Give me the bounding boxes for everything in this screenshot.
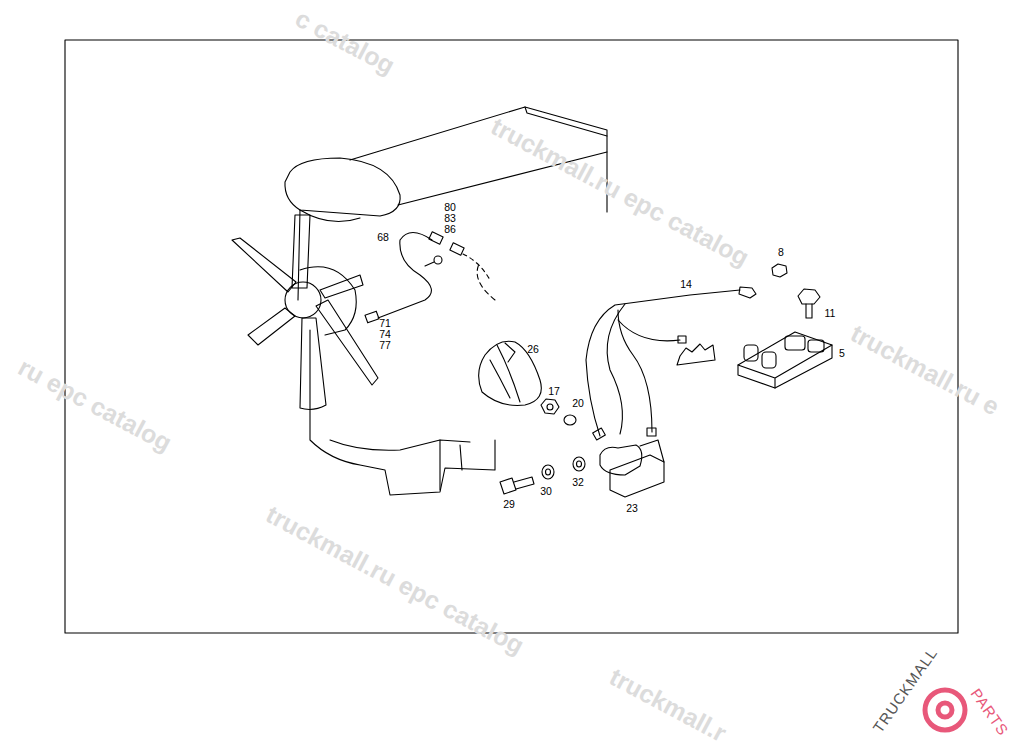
- terminal: [593, 428, 606, 440]
- callout-number: 26: [527, 344, 539, 355]
- washer-hole: [546, 469, 551, 475]
- relay: [785, 336, 805, 350]
- bolt-shank: [806, 304, 812, 318]
- relay: [762, 352, 776, 368]
- callout-number: 23: [626, 503, 638, 514]
- wire: [607, 304, 625, 434]
- washer: [542, 465, 554, 479]
- frame: [65, 40, 958, 633]
- connector: [450, 243, 464, 255]
- harness-dashed: [477, 262, 495, 300]
- cable-end: [739, 287, 756, 298]
- fan-blade: [232, 238, 296, 292]
- terminal: [678, 336, 686, 343]
- fan-blade: [248, 308, 295, 345]
- callout-number: 30: [540, 486, 552, 497]
- callout-number: 11: [825, 308, 836, 319]
- bolt-shank: [514, 477, 534, 489]
- callout-number: 29: [503, 499, 515, 510]
- control-unit: [738, 332, 832, 388]
- sensor-body: [600, 445, 642, 475]
- watermark: truckmall.ru e: [847, 320, 1003, 419]
- callout-number: 17: [548, 386, 560, 397]
- watermark: truckmall.ru epc catalog: [487, 113, 753, 270]
- wire: [618, 310, 652, 432]
- wire: [586, 290, 740, 436]
- wire-dashed: [463, 254, 490, 280]
- callout-number: 71: [379, 318, 391, 329]
- callout-number: 32: [572, 477, 584, 488]
- sensor-tab: [640, 440, 664, 462]
- watermark: ru epc catalog: [14, 354, 175, 456]
- boot-fold: [490, 360, 510, 398]
- connector-plug: [677, 344, 715, 365]
- callout-number: 8: [778, 247, 784, 258]
- washer-hole: [577, 461, 582, 467]
- valve-cover-edge: [525, 107, 607, 136]
- bolt-head: [798, 289, 820, 304]
- callout-number: 5: [839, 348, 845, 359]
- callout-number: 86: [444, 224, 456, 235]
- washer: [573, 457, 585, 471]
- lock-washer: [564, 415, 576, 425]
- callout-number: 77: [379, 340, 391, 351]
- nut: [541, 399, 559, 414]
- connector: [429, 232, 443, 244]
- callout-number: 68: [377, 232, 389, 243]
- callout-number: 14: [680, 279, 692, 290]
- boot-fold: [497, 343, 520, 402]
- bolt-head: [500, 478, 516, 494]
- callout-number: 80: [444, 202, 456, 213]
- pan-edge: [440, 440, 462, 490]
- fan-blade: [300, 318, 326, 409]
- terminal: [647, 428, 656, 436]
- logo-text: PARTS: [968, 686, 1011, 739]
- connector: [365, 311, 379, 323]
- fan-blade: [316, 300, 378, 385]
- eyelet-wire: [425, 262, 434, 266]
- sensor-bracket: [610, 455, 664, 497]
- timing-cover: [285, 158, 400, 216]
- relay: [744, 345, 758, 361]
- wire: [618, 320, 680, 341]
- rubber-boot: [479, 341, 542, 405]
- nut-hole: [547, 404, 553, 410]
- nut: [772, 264, 787, 277]
- watermark: c catalog: [291, 6, 398, 79]
- callout-number: 83: [444, 213, 456, 224]
- watermark: truckmall.ru epc catalog: [262, 501, 528, 658]
- eyelet: [434, 256, 442, 264]
- callout-number: 74: [379, 329, 391, 340]
- fan-blade: [320, 275, 363, 298]
- logo-gear: [925, 690, 965, 730]
- sensor-wire: [378, 233, 432, 319]
- watermark: truckmall.r: [606, 664, 731, 746]
- relay: [808, 340, 824, 352]
- engine-block: [298, 210, 495, 495]
- oil-pan: [330, 440, 470, 450]
- head-line: [300, 210, 360, 222]
- callout-number: 20: [572, 398, 584, 409]
- fan-blade: [292, 215, 310, 288]
